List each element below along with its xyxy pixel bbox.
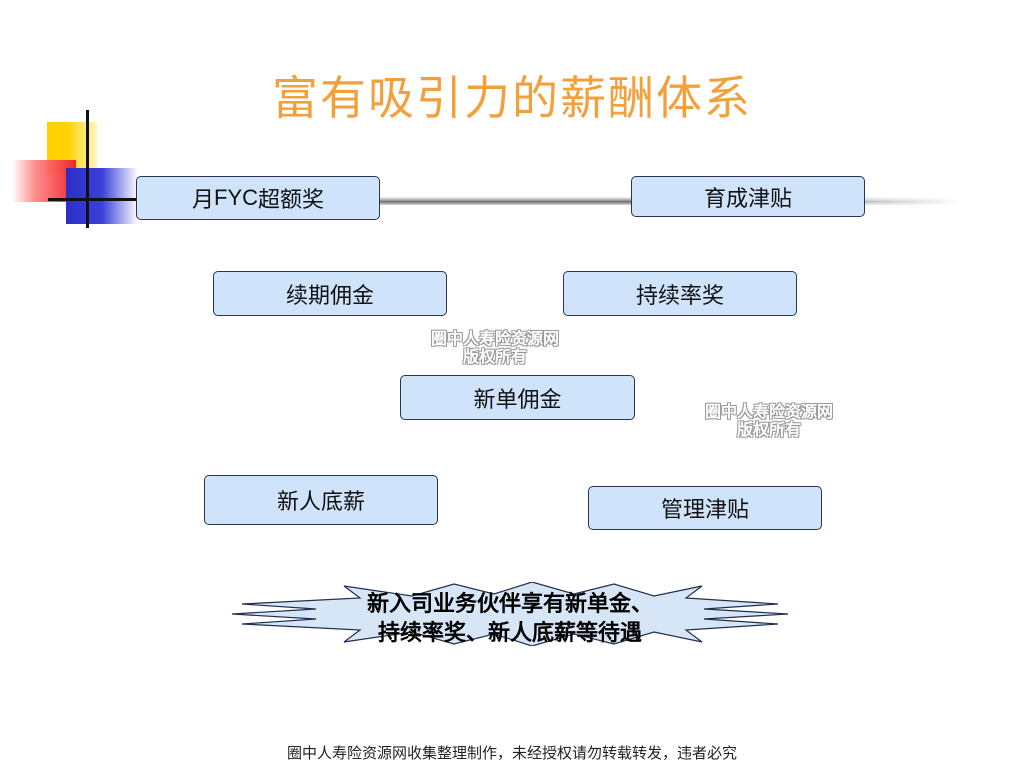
- watermark: 圈中人寿险资源网 版权所有: [700, 403, 838, 439]
- box-cultivation-allowance: 育成津贴: [631, 176, 865, 217]
- logo-vertical-line: [86, 110, 89, 228]
- logo-horizontal-line: [48, 198, 140, 201]
- callout-starburst: [232, 582, 788, 646]
- watermark: 圈中人寿险资源网 版权所有: [426, 330, 564, 366]
- corner-logo: [0, 0, 140, 240]
- box-newcomer-base-salary: 新人底薪: [204, 475, 438, 525]
- watermark-line1: 圈中人寿险资源网: [704, 402, 833, 421]
- watermark-line2: 版权所有: [462, 347, 527, 366]
- callout-text: 新入司业务伙伴享有新单金、 持续率奖、新人底薪等待遇: [232, 590, 788, 648]
- callout-line2: 持续率奖、新人底薪等待遇: [377, 621, 642, 646]
- logo-blue-square: [66, 168, 138, 224]
- watermark-line1: 圈中人寿险资源网: [430, 329, 559, 348]
- box-new-policy-commission: 新单佣金: [400, 375, 635, 420]
- box-monthly-fyc-latin: FYC: [214, 185, 258, 210]
- box-renewal-commission: 续期佣金: [213, 271, 447, 316]
- page-title: 富有吸引力的薪酬体系: [272, 71, 752, 125]
- footer-copyright: 圈中人寿险资源网收集整理制作，未经授权请勿转载转发，违者必究: [286, 744, 737, 762]
- box-monthly-fyc-suffix: 超额奖: [258, 188, 325, 213]
- box-monthly-fyc-prefix: 月: [191, 188, 214, 213]
- callout-line1: 新入司业务伙伴享有新单金、: [366, 592, 653, 617]
- box-management-allowance: 管理津贴: [588, 486, 822, 530]
- title-divider-bar: [140, 197, 960, 205]
- logo-red-square: [12, 160, 76, 202]
- watermark-line2: 版权所有: [736, 420, 801, 439]
- box-persistency-bonus: 持续率奖: [563, 271, 797, 316]
